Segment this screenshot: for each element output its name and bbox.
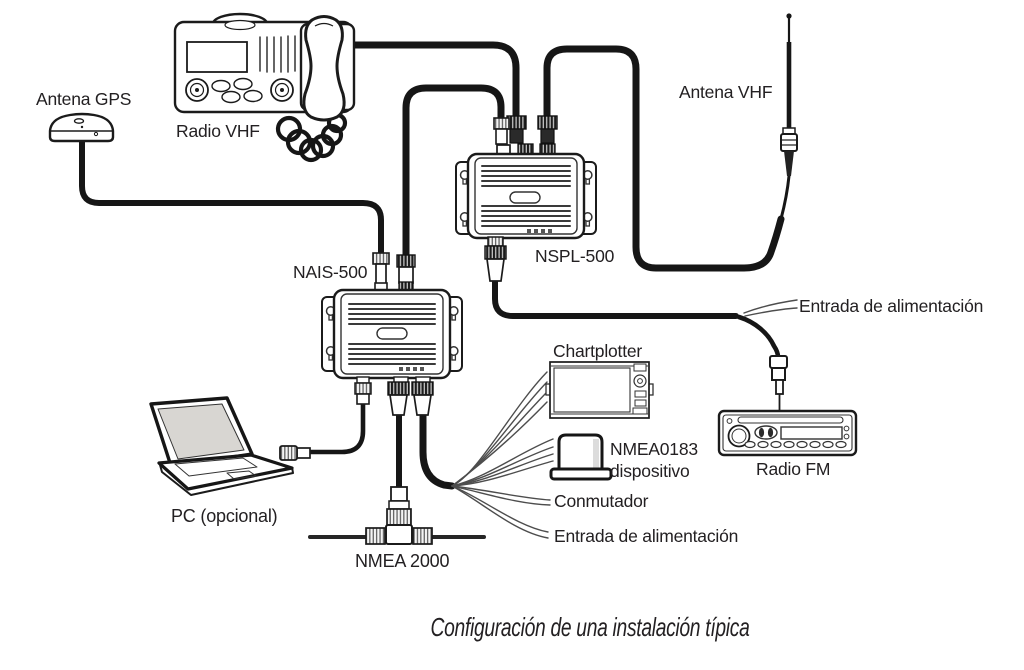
nais-500-unit bbox=[321, 281, 463, 416]
fm-antenna-plug bbox=[769, 355, 788, 411]
label-entrada-alimentacion-bottom: Entrada de alimentación bbox=[554, 526, 739, 546]
cable-radiovhf-to-nspl bbox=[348, 41, 527, 144]
label-nmea-2000: NMEA 2000 bbox=[355, 551, 450, 571]
label-antena-vhf: Antena VHF bbox=[679, 82, 773, 102]
cable-nais-to-nspl bbox=[396, 84, 510, 284]
label-antena-gps: Antena GPS bbox=[36, 89, 132, 109]
label-nspl-500: NSPL-500 bbox=[535, 246, 615, 266]
cable-nspl-to-vhf-antenna bbox=[537, 45, 791, 272]
label-radio-vhf: Radio VHF bbox=[176, 121, 260, 141]
cable-nspl-to-power-and-fm bbox=[492, 277, 798, 411]
pc-laptop bbox=[149, 396, 294, 496]
label-nais-500: NAIS-500 bbox=[293, 262, 368, 282]
handset-coil-cord bbox=[275, 112, 348, 163]
nspl-500-unit bbox=[455, 143, 597, 282]
label-nmea0183-line1: NMEA0183 bbox=[610, 439, 698, 459]
chartplotter-device bbox=[545, 361, 654, 419]
label-pc-opcional: PC (opcional) bbox=[171, 506, 278, 526]
fm-radio-device bbox=[717, 409, 858, 457]
label-nmea0183-dispositivo: NMEA0183 dispositivo bbox=[610, 438, 698, 482]
label-radio-fm: Radio FM bbox=[756, 459, 831, 479]
cable-nais-to-pc-usb bbox=[279, 401, 366, 461]
label-chartplotter: Chartplotter bbox=[553, 341, 643, 361]
gps-antenna bbox=[48, 112, 115, 143]
nmea0183-device bbox=[549, 433, 613, 481]
cable-nais-breakout bbox=[419, 371, 554, 539]
diagram-title: Configuración de una instalación típica bbox=[430, 612, 750, 642]
label-entrada-alimentacion-right: Entrada de alimentación bbox=[799, 296, 984, 316]
vhf-antenna bbox=[780, 13, 798, 176]
vhf-handset bbox=[302, 15, 346, 122]
label-nmea0183-line2: dispositivo bbox=[610, 461, 690, 481]
nmea2000-tee bbox=[308, 486, 486, 545]
vhf-radio-device bbox=[173, 12, 356, 163]
label-conmutador: Conmutador bbox=[554, 491, 649, 511]
